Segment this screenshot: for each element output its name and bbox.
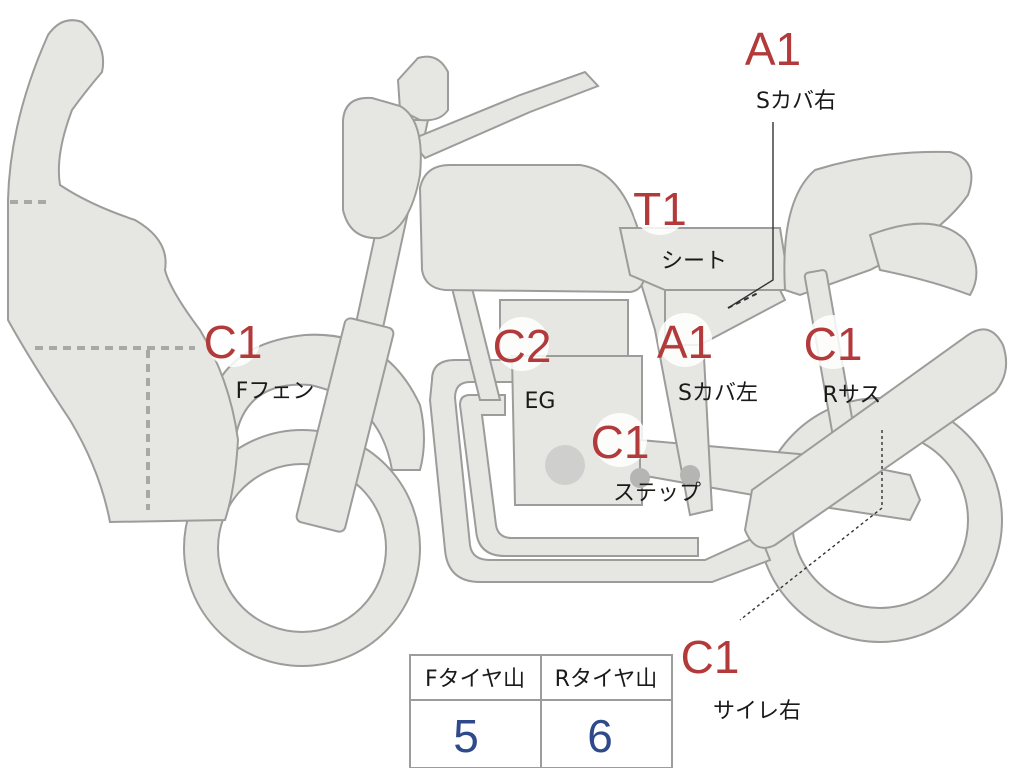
marker-code: C1: [591, 416, 650, 468]
marker-label: シート: [661, 249, 727, 274]
fairing-dotted-lines: [10, 200, 195, 510]
table-value-rear-tire: 6: [587, 710, 613, 762]
marker-code: C1: [204, 316, 263, 368]
tail-wing: [868, 222, 978, 297]
muffler: [743, 328, 1008, 549]
step-peg-right: [680, 465, 700, 485]
marker-c1-muffler: C1 サイレ右: [681, 628, 801, 724]
table-header-front-tire: Fタイヤ山: [425, 667, 525, 692]
mirror: [396, 55, 449, 122]
marker-code: A1: [657, 316, 713, 368]
marker-code: A1: [745, 23, 801, 75]
marker-c1-rsus: C1 Rサス: [804, 315, 882, 408]
marker-label: Sカバ左: [678, 381, 758, 406]
fork-lower: [295, 317, 395, 533]
tire-tread-table: Fタイヤ山 Rタイヤ山 5 6: [409, 654, 673, 768]
marker-c1-step: C1 ステップ: [591, 413, 701, 506]
table-header-rear-tire: Rタイヤ山: [555, 667, 658, 692]
marker-label: EG: [525, 389, 556, 414]
table-value-front-tire: 5: [453, 710, 479, 762]
handlebar: [408, 70, 600, 160]
headlight-cowl: [342, 96, 422, 240]
fuel-tank: [418, 164, 647, 294]
step-peg-left: [630, 468, 650, 488]
marker-code: C1: [804, 318, 863, 370]
marker-c1-ffender: C1 Fフェン: [204, 313, 315, 404]
marker-a1-left: A1 Sカバ左: [657, 313, 758, 406]
marker-label: Sカバ右: [756, 89, 836, 114]
exhaust-pipe-inner: [458, 394, 699, 557]
leader-line-dashed: [727, 291, 761, 309]
marker-label: Fフェン: [236, 379, 315, 404]
exhaust-pipe-outer: [428, 359, 772, 583]
marker-code: C1: [681, 631, 740, 683]
seat: [618, 227, 792, 291]
marker-c2: C2 EG: [493, 317, 556, 414]
marker-label: サイレ右: [713, 699, 801, 724]
marker-label: ステップ: [613, 481, 701, 506]
marker-code: T1: [633, 183, 687, 235]
marker-t1: T1 シート: [633, 181, 727, 274]
front-fairing: [7, 19, 240, 524]
leader-lines: [727, 122, 883, 621]
marker-label: Rサス: [823, 383, 882, 408]
marker-a1-top: A1 Sカバ右: [745, 21, 836, 114]
marker-code: C2: [493, 320, 552, 372]
